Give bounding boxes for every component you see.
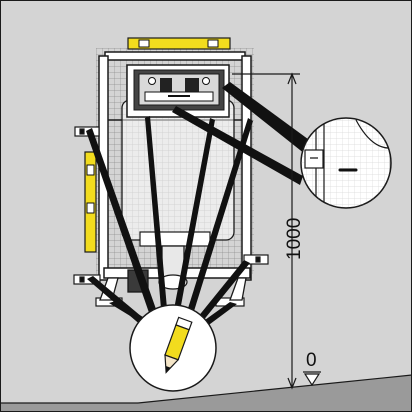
pointer-to-magnifier bbox=[172, 82, 312, 185]
side-spirit-level bbox=[84, 151, 97, 253]
cistern-lower bbox=[139, 231, 211, 247]
dimension-label: 1000 bbox=[284, 218, 305, 260]
pointers-to-pencil bbox=[86, 116, 253, 330]
top-spirit-level bbox=[127, 37, 231, 50]
pencil-icon bbox=[164, 316, 193, 374]
magnifier-detail bbox=[300, 117, 392, 209]
floor-edge bbox=[137, 374, 412, 404]
height-dimension bbox=[232, 72, 300, 390]
floor-reference-label: 0 bbox=[306, 350, 317, 371]
floor-surface bbox=[0, 375, 412, 412]
flush-plate-opening bbox=[126, 64, 230, 118]
floor-reference-marker bbox=[303, 371, 321, 387]
